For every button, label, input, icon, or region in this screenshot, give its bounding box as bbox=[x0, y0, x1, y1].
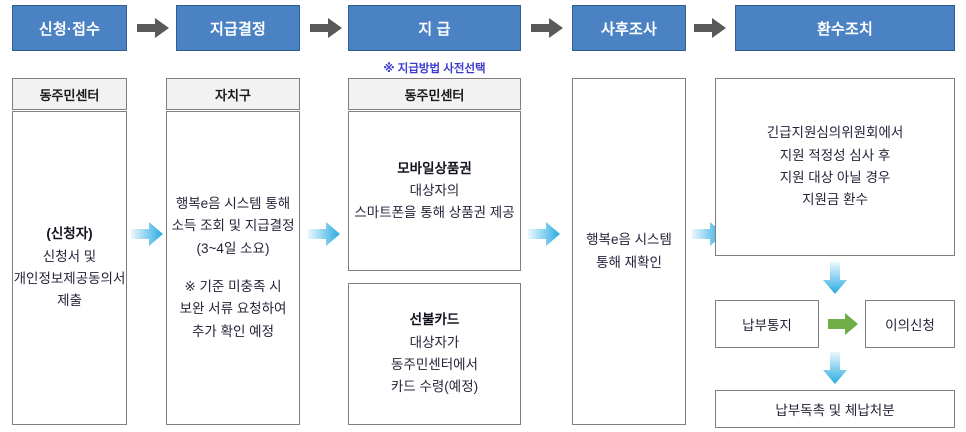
body-text-line: (3~4일 소요) bbox=[196, 240, 270, 256]
org-header-label: 자치구 bbox=[215, 87, 251, 103]
org-header-label: 동주민센터 bbox=[39, 87, 100, 103]
body-text-line: 카드 수령(예정) bbox=[390, 379, 479, 395]
body-text-line: 대상자가 bbox=[409, 334, 460, 350]
body-text-line: 지원 적정성 심사 후 bbox=[779, 147, 891, 163]
body-text-line: 지원 대상 아닐 경우 bbox=[779, 170, 891, 185]
org-header-dong-center-1: 동주민센터 bbox=[12, 78, 127, 110]
body-text-line: 지원금 환수 bbox=[802, 192, 868, 208]
body-text-line: (신청자) bbox=[46, 226, 93, 242]
body-text-line: 보완 서류 요청하여 bbox=[179, 301, 287, 317]
stage-header-label: 환수조치 bbox=[816, 20, 873, 38]
org-header-district: 자치구 bbox=[166, 78, 300, 110]
body-text-line: 통해 재확인 bbox=[596, 254, 662, 270]
body-text-line: 신청서 및 bbox=[42, 248, 97, 264]
stage-header-label: 지급결정 bbox=[209, 20, 266, 38]
box-enforcement: 납부독촉 및 체납처분 bbox=[715, 390, 955, 428]
blue-arrow-icon-1 bbox=[131, 221, 163, 247]
blue-arrow-down-icon-2 bbox=[822, 352, 848, 384]
blue-arrow-down-icon-1 bbox=[822, 262, 848, 294]
body-text-line: 소득 조회 및 지급결정 bbox=[171, 218, 295, 234]
body-text-line: 대상자의 bbox=[409, 182, 460, 198]
body-text-line: 추가 확인 예정 bbox=[191, 323, 275, 339]
stage-header-label: 지 급 bbox=[418, 20, 451, 38]
org-header-dong-center-2: 동주민센터 bbox=[348, 78, 521, 110]
body-text-line: 행복e음 시스템 bbox=[586, 232, 672, 248]
stage-header-payment-decision: 지급결정 bbox=[176, 5, 300, 51]
box-label: 납부통지 bbox=[742, 318, 792, 333]
body-text-line: 개인정보제공동의서 bbox=[13, 271, 126, 286]
body-text-line: 모바일상품권 bbox=[397, 160, 472, 176]
body-text-line: ※ 기준 미충족 시 bbox=[184, 279, 282, 294]
body-text-line: 긴급지원심의위원회에서 bbox=[766, 125, 904, 141]
body-text-line: 행복e음 시스템 통해 bbox=[175, 196, 291, 212]
org-header-label: 동주민센터 bbox=[404, 87, 465, 103]
gray-arrow-icon-2 bbox=[310, 18, 342, 38]
body-text-line: 제출 bbox=[57, 293, 82, 309]
gray-arrow-icon-1 bbox=[137, 18, 169, 38]
body-text-line: 동주민센터에서 bbox=[391, 357, 478, 372]
stage-header-label: 신청·접수 bbox=[38, 20, 101, 38]
green-arrow-icon bbox=[828, 313, 858, 335]
stage-header-recovery: 환수조치 bbox=[735, 5, 955, 51]
gray-arrow-icon-3 bbox=[531, 18, 563, 38]
stage-header-payment: 지 급 bbox=[348, 5, 521, 51]
blue-arrow-icon-3 bbox=[528, 221, 560, 247]
body-text-line: 스마트폰을 통해 상품권 제공 bbox=[354, 205, 515, 221]
blue-arrow-icon-2 bbox=[308, 221, 340, 247]
stage-header-label: 사후조사 bbox=[600, 20, 657, 38]
box-label: 이의신청 bbox=[885, 318, 935, 333]
stage-header-post-investigation: 사후조사 bbox=[572, 5, 686, 51]
box-payment-notice: 납부통지 bbox=[715, 300, 819, 348]
gray-arrow-icon-4 bbox=[694, 18, 726, 38]
stage-header-application: 신청·접수 bbox=[12, 5, 127, 51]
body-text-line: 선불카드 bbox=[409, 312, 460, 328]
payment-method-note: ※ 지급방법 사전선택 bbox=[383, 63, 486, 75]
box-objection: 이의신청 bbox=[865, 300, 955, 348]
box-label: 납부독촉 및 체납처분 bbox=[775, 403, 895, 418]
